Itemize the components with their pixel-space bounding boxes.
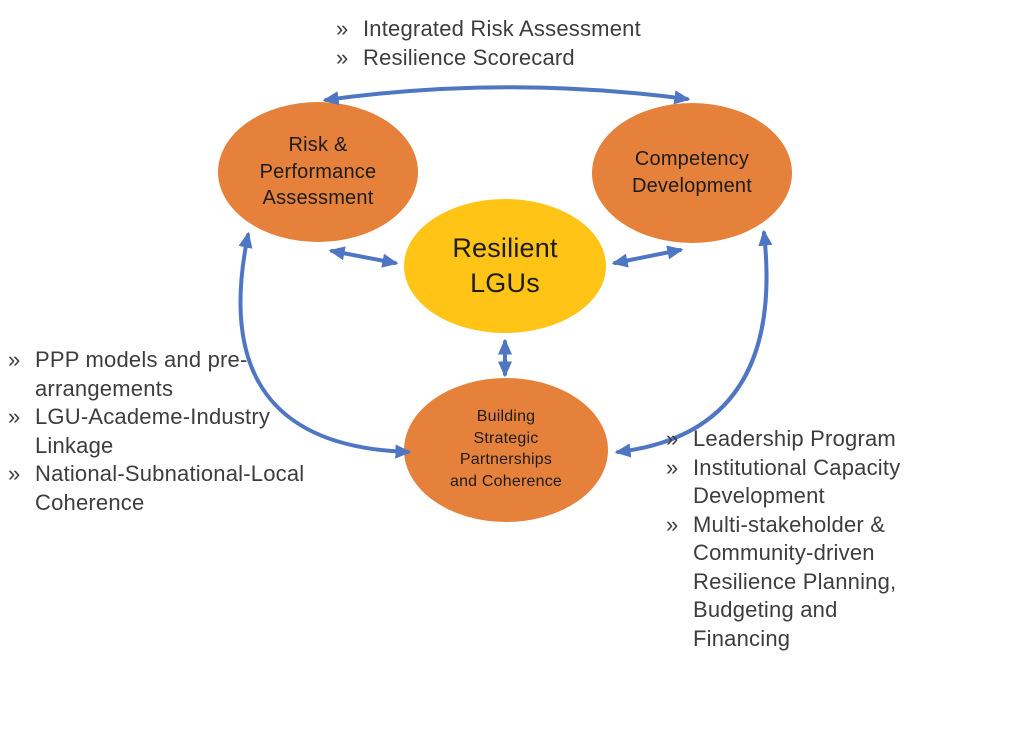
node-partnerships-ellipse [404,378,608,522]
list-item: » Institutional Capacity Development [666,454,900,511]
node-risk-performance-ellipse [218,102,418,242]
list-item-text: Resilience Scorecard [363,44,575,70]
chevron-bullet-icon: » [336,44,349,70]
list-item: » Leadership Program [666,425,900,454]
list-item-text: Integrated Risk Assessment [363,16,641,41]
arrow-competency-partnerships-arc [614,229,773,458]
list-item-text: Multi-stakeholder & Community-driven Res… [693,511,897,651]
node-label-risk-performance: Risk & Performance Assessment [259,134,377,209]
chevron-bullet-icon: » [666,454,679,480]
node-resilient-lgus-ellipse [404,199,606,333]
list-item-text: PPP models and pre- arrangements [35,347,248,401]
chevron-bullet-icon: » [8,461,21,486]
list-item: » Multi-stakeholder & Community-driven R… [666,511,900,654]
list-item-text: National-Subnational-Local Coherence [35,461,305,515]
list-right-competency-items: » Leadership Program » Institutional Cap… [666,425,900,653]
arrow-risk-center [328,246,399,268]
node-competency-ellipse [592,103,792,243]
list-item: » Resilience Scorecard [336,44,641,73]
chevron-bullet-icon: » [666,511,679,537]
list-item-text: Leadership Program [693,426,896,451]
list-item-text: Institutional Capacity Development [693,454,901,509]
list-top-assessment-tools: » Integrated Risk Assessment » Resilienc… [336,15,641,72]
chevron-bullet-icon: » [8,347,21,372]
chevron-bullet-icon: » [336,16,349,41]
arrow-center-competency [611,245,684,268]
list-item: » National-Subnational-Local Coherence [8,460,304,517]
list-left-partnership-items: » PPP models and pre- arrangements » LGU… [8,346,304,517]
arrow-risk-competency-arc [322,85,691,106]
list-item: » LGU-Academe-Industry Linkage [8,403,304,460]
arrow-risk-partnerships-arc [238,231,412,459]
node-label-partnerships: Building Strategic Partnerships and Cohe… [449,408,562,490]
chevron-bullet-icon: » [8,404,21,429]
chevron-bullet-icon: » [666,426,679,451]
list-item: » PPP models and pre- arrangements [8,346,304,403]
node-label-competency: Competency Development [631,148,753,197]
list-item: » Integrated Risk Assessment [336,15,641,44]
node-label-resilient-lgus: Resilient LGUs [452,233,558,298]
list-item-text: LGU-Academe-Industry Linkage [35,404,271,458]
